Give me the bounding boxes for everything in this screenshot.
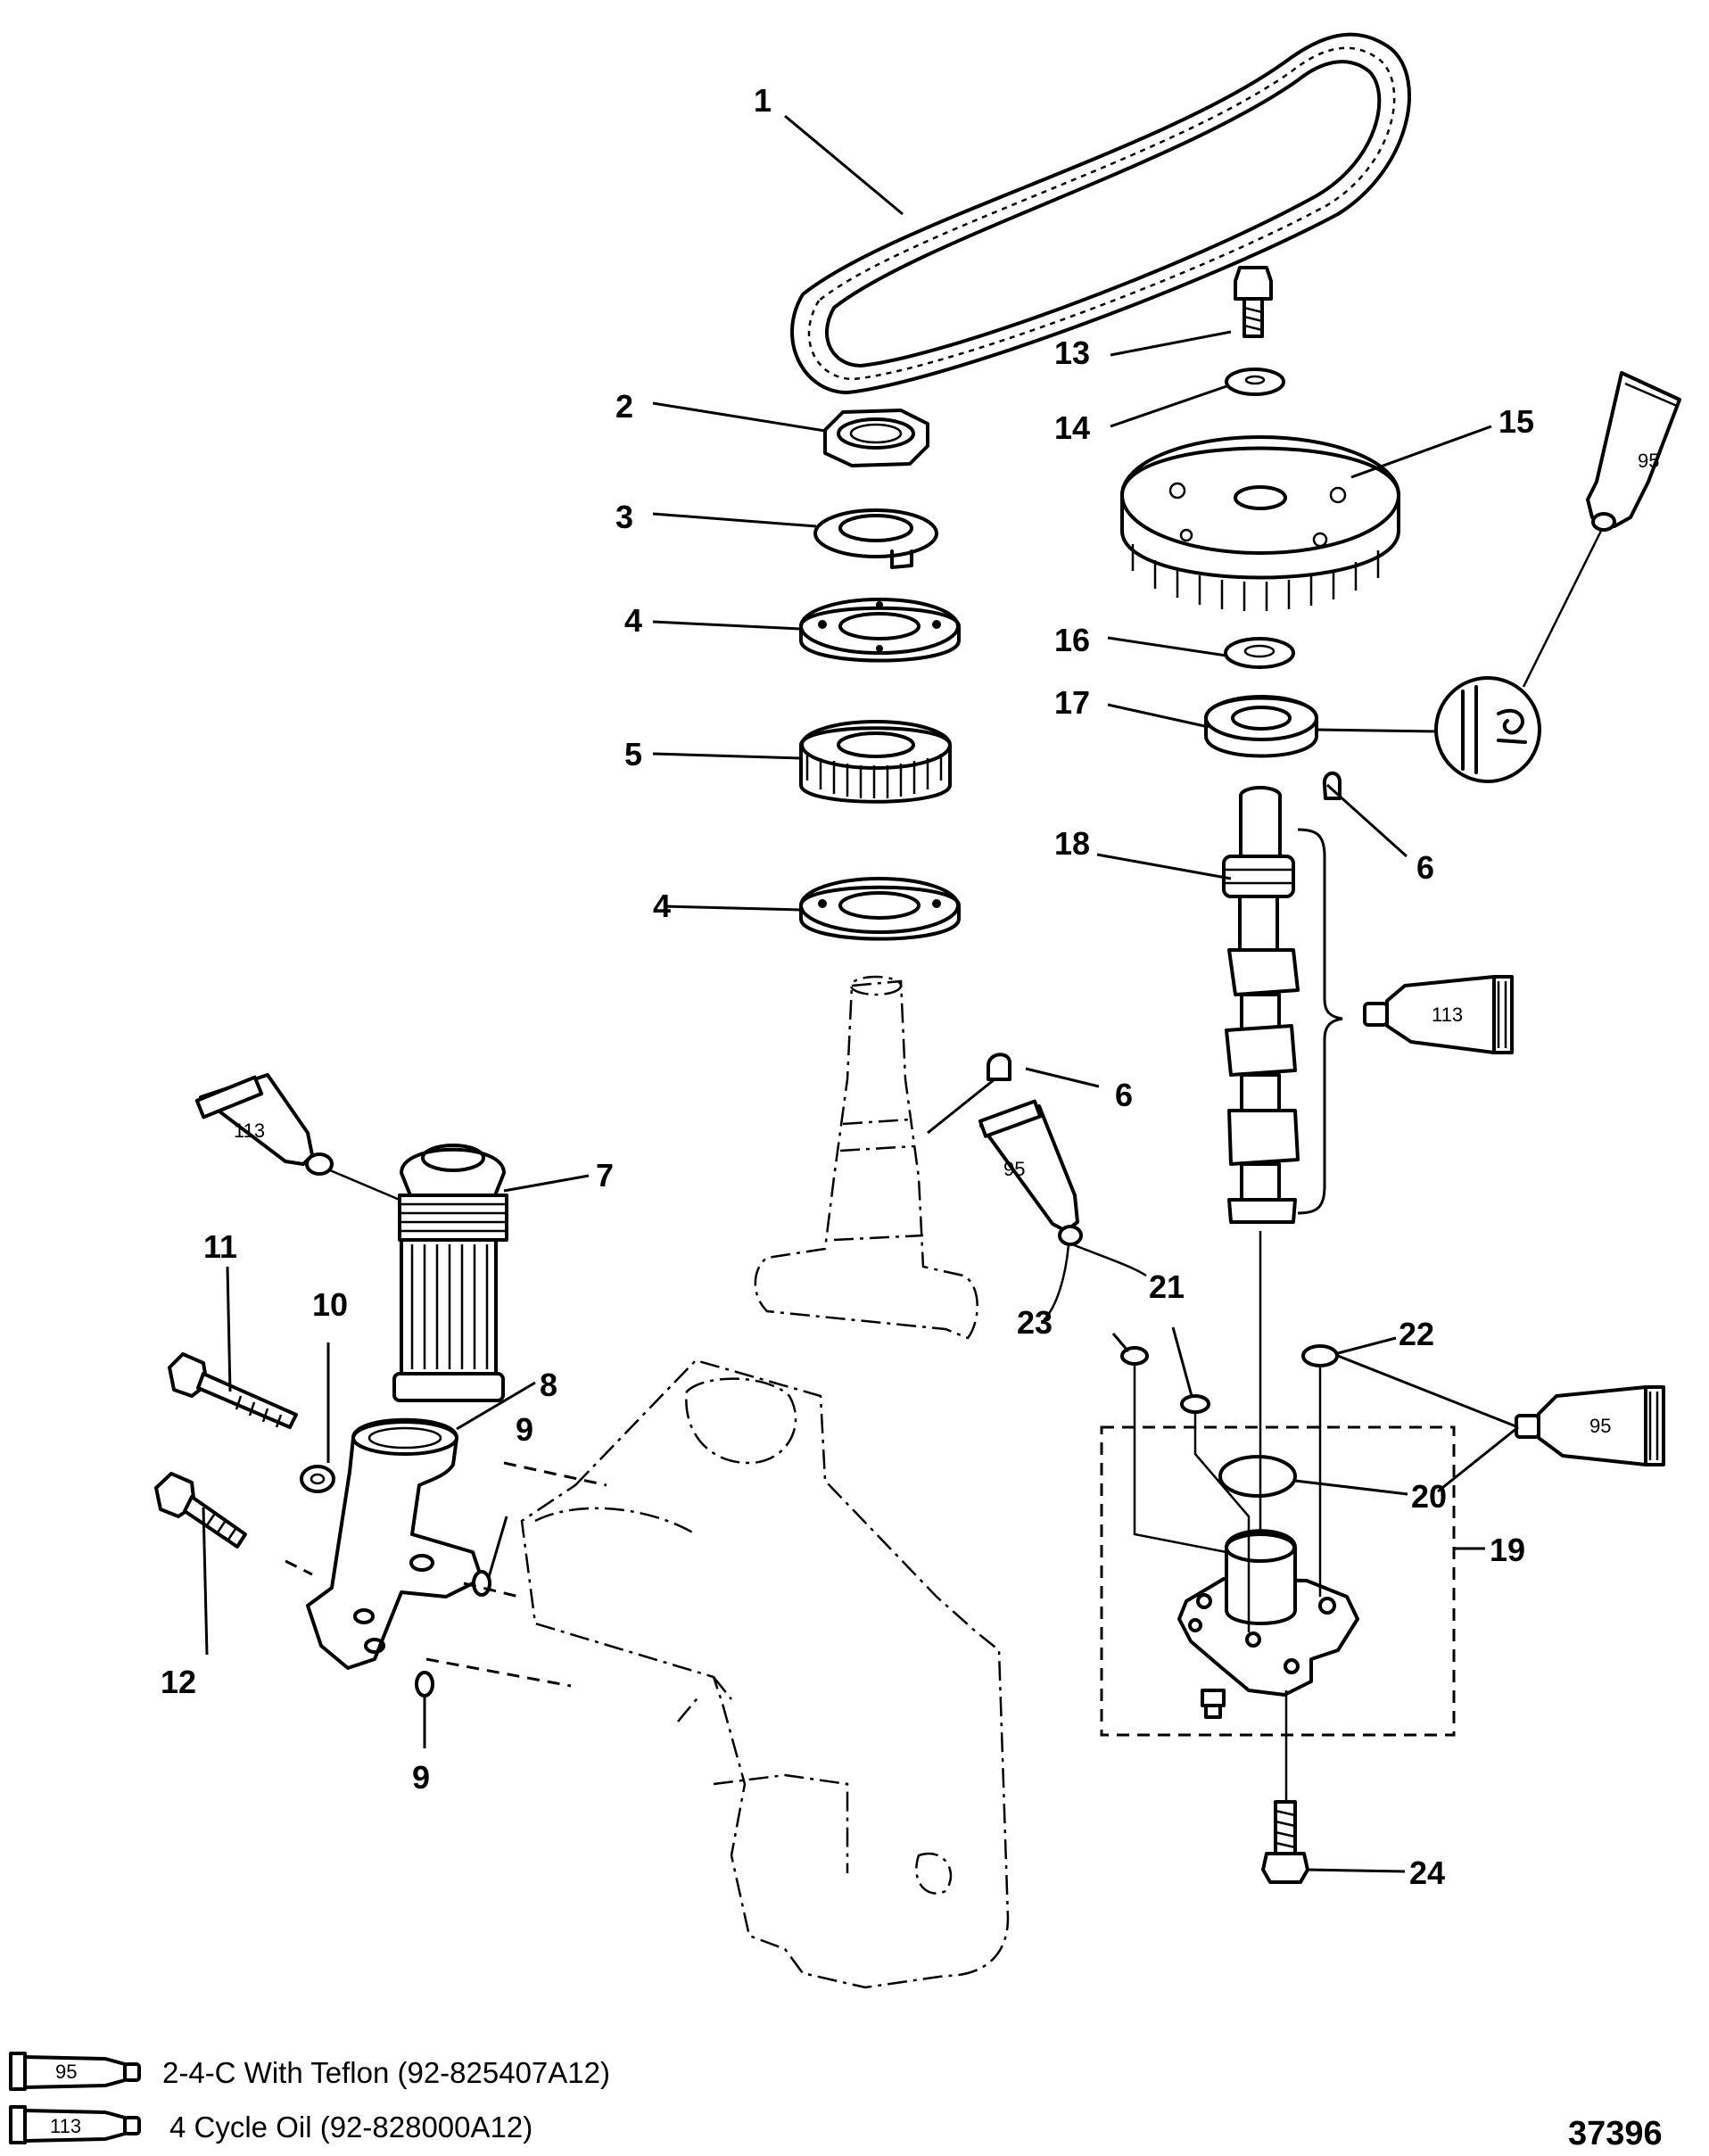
callout-4a: 4 bbox=[624, 602, 642, 639]
oil-pump-assembly-box bbox=[1100, 1425, 1456, 1737]
camshaft bbox=[1222, 786, 1300, 1224]
pump-o-ring bbox=[1218, 1455, 1297, 1498]
legend-text-113: 4 Cycle Oil (92-828000A12) bbox=[169, 2111, 533, 2144]
thrust-washer bbox=[1224, 637, 1295, 669]
crankshaft-sprocket bbox=[799, 720, 952, 804]
tube-label-t5: 95 bbox=[1589, 1415, 1611, 1437]
callout-14: 14 bbox=[1054, 409, 1090, 446]
crankshaft-phantom bbox=[754, 975, 978, 1340]
leader-lines bbox=[202, 114, 1492, 1873]
callout-15: 15 bbox=[1498, 403, 1534, 440]
camshaft-sprocket bbox=[1120, 435, 1400, 611]
tab-washer bbox=[813, 508, 938, 569]
lubricant-tube-113-filter: 113 bbox=[194, 1073, 400, 1202]
lubricant-tube-113-camshaft: 113 bbox=[1363, 975, 1514, 1054]
callout-21: 21 bbox=[1149, 1268, 1185, 1305]
legend-code-113: 113 bbox=[50, 2115, 81, 2137]
seal-detail-circle bbox=[1434, 676, 1541, 783]
tube-label-t3: 113 bbox=[1432, 1004, 1463, 1026]
lubricant-tube-95-pump: 95 bbox=[1515, 1385, 1665, 1466]
tube-label-t4: 95 bbox=[1003, 1158, 1025, 1180]
oil-filter bbox=[392, 1144, 508, 1402]
cylinder-block-phantom bbox=[520, 1359, 1010, 1989]
callout-6b: 6 bbox=[1416, 849, 1434, 886]
callout-5: 5 bbox=[624, 736, 642, 772]
callout-19: 19 bbox=[1490, 1532, 1525, 1568]
legend-item-95: 95 2-4-C With Teflon (92-825407A12) bbox=[9, 2052, 610, 2091]
oil-pump-bolt bbox=[1261, 1800, 1309, 1884]
timing-belt bbox=[790, 32, 1411, 394]
short-bolt bbox=[154, 1472, 247, 1549]
callout-labels: 1 2 3 4 5 4 6 7 8 9 9 10 11 12 13 14 15 … bbox=[161, 82, 1534, 1891]
callout-3: 3 bbox=[615, 499, 633, 535]
o-ring-22 bbox=[1301, 1344, 1339, 1367]
cam-washer bbox=[1225, 368, 1285, 396]
pump-screw bbox=[1201, 1689, 1226, 1719]
lubricant-tube-95-seal: 95 bbox=[1522, 371, 1681, 688]
callout-16: 16 bbox=[1054, 622, 1090, 658]
legend-code-95: 95 bbox=[55, 2061, 77, 2083]
pulley-plate-lower bbox=[799, 877, 961, 941]
callout-17: 17 bbox=[1054, 684, 1090, 721]
tube-label-t1: 95 bbox=[1638, 450, 1659, 472]
callout-9a: 9 bbox=[516, 1411, 533, 1448]
callout-1: 1 bbox=[754, 82, 772, 119]
callout-7: 7 bbox=[596, 1157, 614, 1194]
oil-filter-housing bbox=[306, 1417, 483, 1670]
long-bolt bbox=[168, 1352, 298, 1429]
o-ring-23 bbox=[1120, 1346, 1149, 1366]
cam-sprocket-bolt bbox=[1234, 266, 1273, 338]
callout-9b: 9 bbox=[412, 1759, 430, 1796]
callout-6a: 6 bbox=[1115, 1077, 1133, 1113]
sealing-washer bbox=[300, 1465, 335, 1493]
figure-number: 37396 bbox=[1568, 2115, 1663, 2152]
nut bbox=[823, 409, 929, 467]
camshaft-oil-seal bbox=[1204, 695, 1318, 758]
callout-10: 10 bbox=[312, 1286, 348, 1323]
callout-2: 2 bbox=[615, 388, 633, 425]
callout-13: 13 bbox=[1054, 335, 1090, 371]
o-ring-upper bbox=[472, 1570, 491, 1597]
callout-22: 22 bbox=[1399, 1316, 1434, 1352]
callout-8: 8 bbox=[540, 1367, 557, 1403]
o-ring-lower bbox=[415, 1671, 434, 1698]
callout-20: 20 bbox=[1411, 1478, 1447, 1515]
legend-text-95: 2-4-C With Teflon (92-825407A12) bbox=[162, 2056, 610, 2089]
tube-label-t2: 113 bbox=[234, 1119, 265, 1142]
callout-23: 23 bbox=[1017, 1304, 1053, 1341]
legend: 95 2-4-C With Teflon (92-825407A12) 113 … bbox=[9, 2052, 610, 2144]
callout-24: 24 bbox=[1409, 1854, 1445, 1891]
lubricant-tube-95-oring: 95 bbox=[978, 1099, 1147, 1321]
legend-item-113: 113 4 Cycle Oil (92-828000A12) bbox=[9, 2105, 533, 2144]
callout-4b: 4 bbox=[653, 888, 671, 924]
pulley-plate-upper bbox=[799, 598, 961, 663]
callout-11: 11 bbox=[203, 1228, 237, 1265]
callout-12: 12 bbox=[161, 1664, 196, 1700]
oil-pump bbox=[1177, 1529, 1359, 1697]
callout-18: 18 bbox=[1054, 825, 1090, 862]
o-ring-21 bbox=[1180, 1394, 1210, 1414]
woodruff-key-crank bbox=[987, 1053, 1011, 1081]
